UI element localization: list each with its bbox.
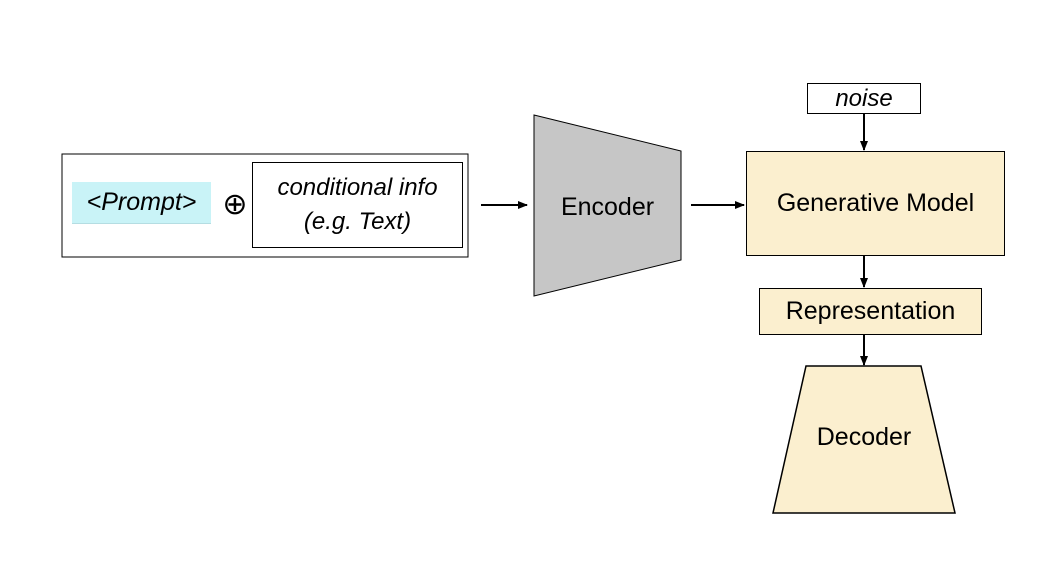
prompt-label: <Prompt> [86, 188, 197, 216]
representation-box: Representation [759, 288, 982, 335]
generative-model-label: Generative Model [776, 189, 975, 217]
decoder-shape [772, 365, 956, 514]
conditional-info-box: conditional info (e.g. Text) [252, 162, 463, 248]
representation-label: Representation [785, 297, 956, 325]
decoder-label: Decoder [816, 422, 912, 451]
conditional-info-line-1: conditional info [277, 174, 438, 201]
encoder-label: Encoder [560, 192, 655, 221]
conditional-info-line-2: (e.g. Text) [303, 208, 412, 235]
combine-symbol: ⊕ [222, 186, 248, 222]
prompt-token: <Prompt> [72, 182, 211, 224]
generative-model-box: Generative Model [746, 151, 1005, 256]
encoder-shape [533, 114, 682, 297]
noise-label: noise [835, 84, 893, 112]
noise-box: noise [807, 83, 921, 114]
